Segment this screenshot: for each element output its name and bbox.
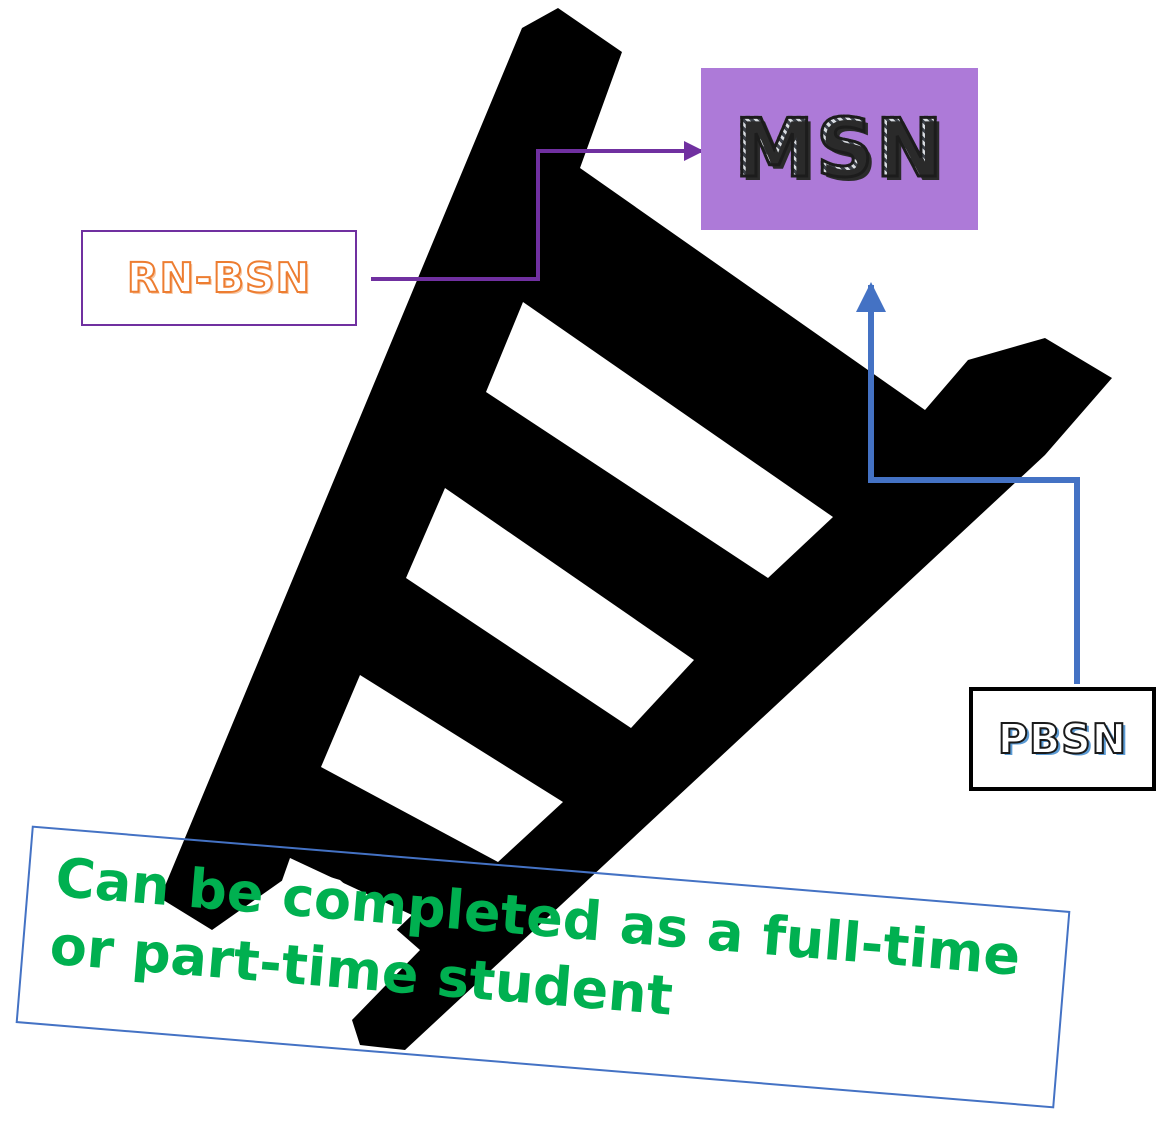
msn-node: MSN bbox=[701, 68, 978, 230]
rnbsn-label: RN-BSN bbox=[126, 253, 311, 302]
ladder-icon bbox=[160, 8, 1112, 1050]
msn-label: MSN bbox=[733, 102, 945, 195]
pbsn-label: PBSN bbox=[997, 714, 1128, 763]
ladder-gap-bottom bbox=[278, 858, 412, 942]
ladder-gap-upper bbox=[486, 302, 833, 578]
pbsn-to-msn-connector bbox=[856, 282, 1080, 684]
rnbsn-node: RN-BSN bbox=[81, 230, 357, 326]
ladder-gap-middle bbox=[406, 488, 694, 728]
rnbsn-to-msn-connector bbox=[371, 141, 704, 281]
ladder-gap-lower bbox=[321, 675, 563, 862]
pbsn-node: PBSN bbox=[969, 687, 1156, 791]
